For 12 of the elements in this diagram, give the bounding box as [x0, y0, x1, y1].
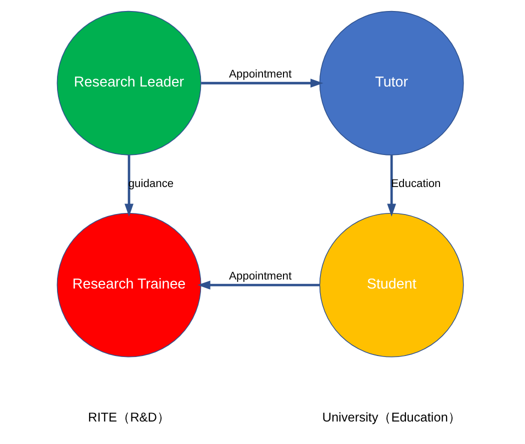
arrow	[198, 280, 320, 290]
node-circle: Tutor	[319, 10, 464, 156]
node-circle: Research Leader	[56, 10, 202, 156]
node-circle: Research Trainee	[56, 212, 202, 358]
label: University（Education）	[322, 409, 461, 424]
node-circle: Student	[319, 212, 464, 358]
arrow	[124, 155, 134, 217]
arrow	[201, 78, 324, 88]
arrow	[387, 155, 396, 217]
edge-label: Appointment	[228, 270, 292, 283]
edge-label: Appointment	[228, 68, 292, 81]
label: RITE（R&D）	[88, 409, 170, 424]
